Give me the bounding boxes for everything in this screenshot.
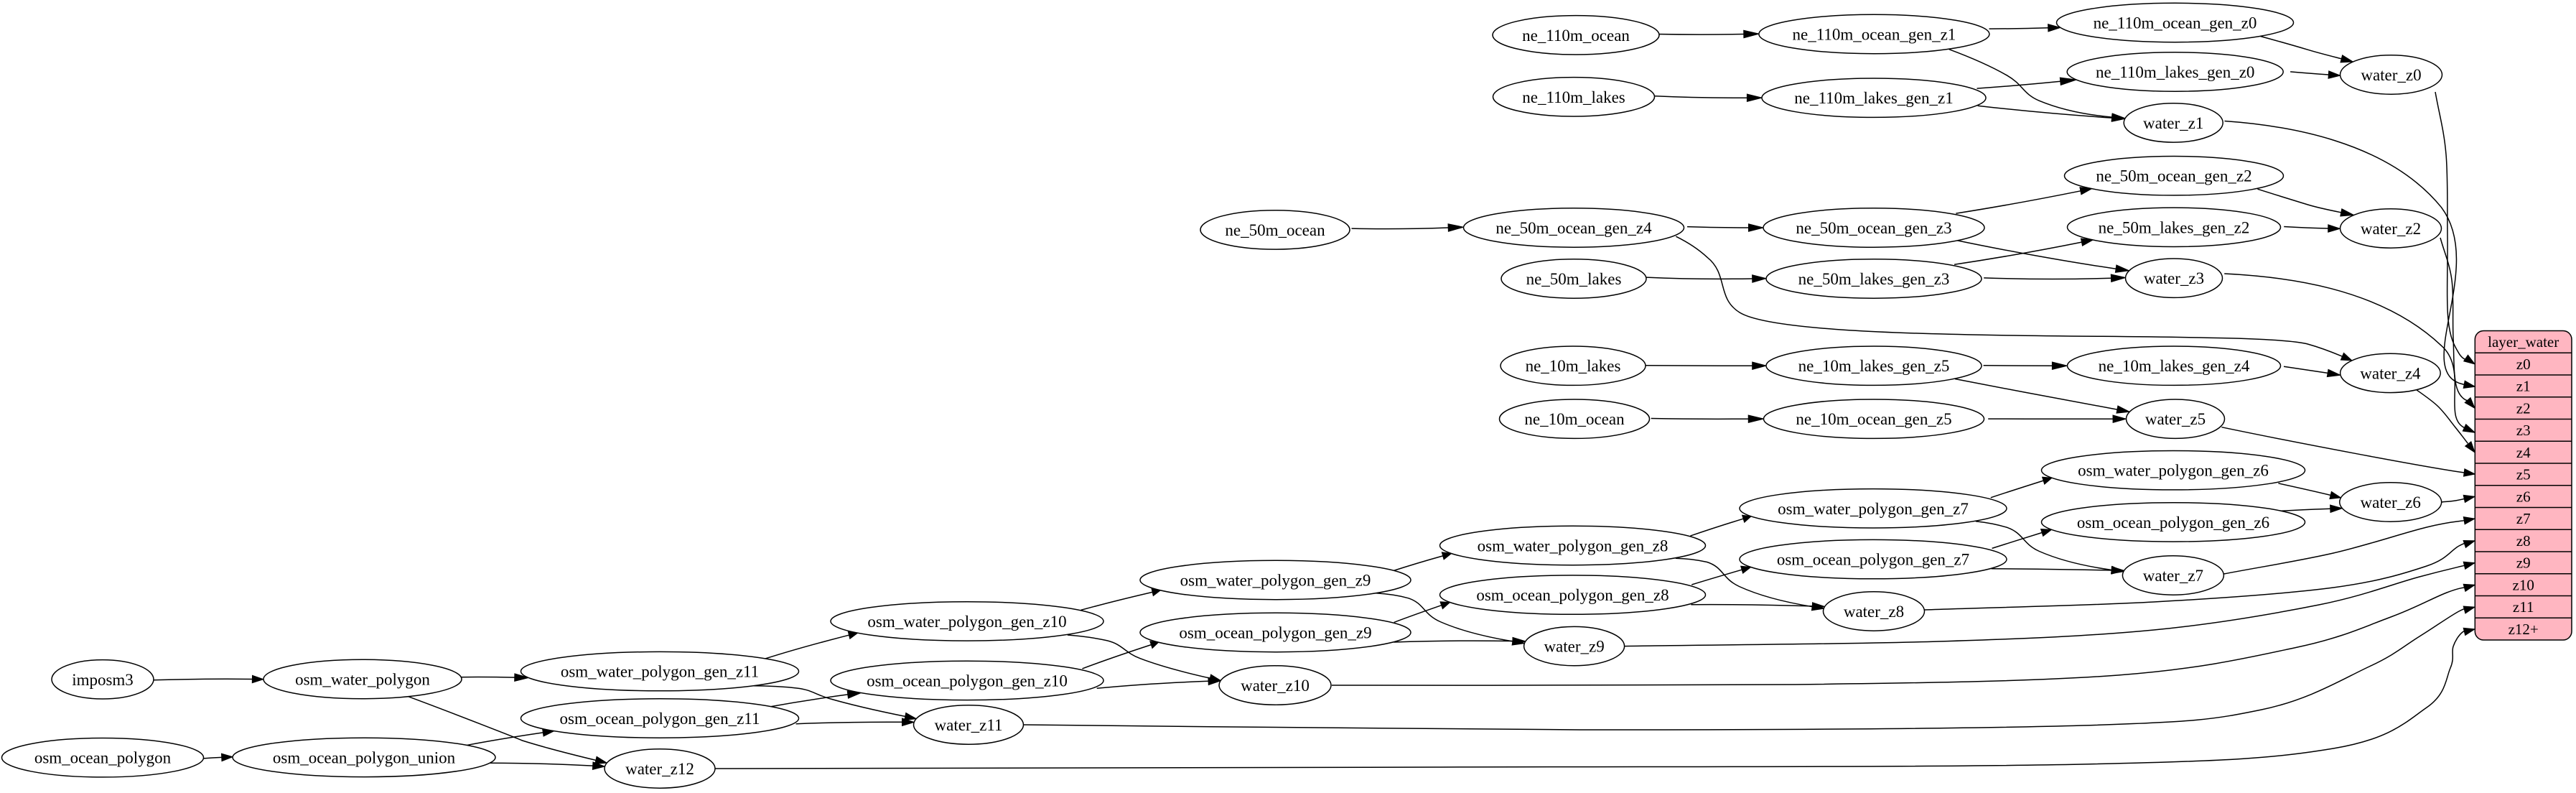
svg-text:osm_ocean_polygon_gen_z11: osm_ocean_polygon_gen_z11	[560, 710, 760, 728]
svg-text:z5: z5	[2516, 466, 2531, 483]
svg-text:water_z9: water_z9	[1544, 638, 1604, 656]
svg-text:ne_110m_ocean: ne_110m_ocean	[1522, 27, 1630, 45]
svg-text:osm_water_polygon_gen_z8: osm_water_polygon_gen_z8	[1478, 537, 1669, 555]
svg-text:imposm3: imposm3	[72, 671, 134, 689]
svg-text:ne_10m_lakes: ne_10m_lakes	[1526, 357, 1621, 375]
svg-text:z7: z7	[2516, 510, 2531, 527]
svg-text:z4: z4	[2516, 444, 2531, 461]
svg-text:water_z10: water_z10	[1241, 677, 1310, 695]
svg-text:ne_10m_lakes_gen_z4: ne_10m_lakes_gen_z4	[2099, 357, 2250, 375]
svg-text:osm_water_polygon: osm_water_polygon	[295, 671, 430, 689]
svg-text:water_z8: water_z8	[1844, 603, 1904, 621]
svg-text:z1: z1	[2516, 378, 2531, 395]
svg-text:ne_110m_lakes: ne_110m_lakes	[1522, 88, 1625, 106]
svg-text:z2: z2	[2516, 399, 2531, 417]
svg-text:ne_50m_ocean_gen_z3: ne_50m_ocean_gen_z3	[1796, 219, 1951, 237]
svg-text:ne_110m_lakes_gen_z0: ne_110m_lakes_gen_z0	[2096, 63, 2254, 81]
svg-text:z3: z3	[2516, 422, 2531, 439]
svg-text:osm_water_polygon_gen_z9: osm_water_polygon_gen_z9	[1180, 572, 1371, 590]
svg-text:osm_water_polygon_gen_z10: osm_water_polygon_gen_z10	[867, 613, 1066, 631]
svg-text:osm_water_polygon_gen_z6: osm_water_polygon_gen_z6	[2078, 462, 2269, 480]
svg-text:osm_ocean_polygon_gen_z8: osm_ocean_polygon_gen_z8	[1476, 586, 1669, 604]
svg-text:ne_110m_ocean_gen_z1: ne_110m_ocean_gen_z1	[1793, 26, 1956, 44]
svg-text:osm_water_polygon_gen_z11: osm_water_polygon_gen_z11	[561, 663, 759, 681]
svg-text:water_z0: water_z0	[2361, 66, 2421, 84]
svg-text:ne_50m_lakes: ne_50m_lakes	[1526, 270, 1622, 288]
svg-text:osm_ocean_polygon: osm_ocean_polygon	[34, 749, 172, 767]
svg-text:water_z5: water_z5	[2145, 410, 2206, 428]
svg-text:osm_ocean_polygon_gen_z10: osm_ocean_polygon_gen_z10	[867, 672, 1068, 690]
svg-text:z9: z9	[2516, 555, 2531, 572]
svg-text:water_z3: water_z3	[2144, 269, 2204, 287]
svg-text:water_z11: water_z11	[935, 716, 1003, 734]
svg-text:osm_ocean_polygon_gen_z7: osm_ocean_polygon_gen_z7	[1777, 551, 1969, 569]
svg-text:osm_water_polygon_gen_z7: osm_water_polygon_gen_z7	[1778, 500, 1969, 518]
svg-text:ne_50m_lakes_gen_z3: ne_50m_lakes_gen_z3	[1798, 270, 1950, 288]
svg-text:water_z4: water_z4	[2360, 364, 2421, 382]
svg-text:osm_ocean_polygon_union: osm_ocean_polygon_union	[273, 748, 456, 766]
svg-text:water_z6: water_z6	[2361, 493, 2421, 511]
svg-text:z8: z8	[2516, 532, 2531, 549]
svg-text:z0: z0	[2516, 356, 2531, 373]
svg-text:ne_10m_ocean_gen_z5: ne_10m_ocean_gen_z5	[1796, 410, 1951, 428]
svg-text:ne_10m_ocean: ne_10m_ocean	[1524, 410, 1625, 428]
svg-text:z11: z11	[2513, 598, 2534, 616]
svg-text:water_z1: water_z1	[2143, 114, 2203, 132]
svg-text:ne_10m_lakes_gen_z5: ne_10m_lakes_gen_z5	[1798, 357, 1950, 375]
svg-text:ne_50m_ocean_gen_z4: ne_50m_ocean_gen_z4	[1495, 219, 1652, 237]
svg-text:z12+: z12+	[2509, 621, 2539, 638]
svg-text:ne_50m_ocean: ne_50m_ocean	[1225, 221, 1325, 239]
svg-text:ne_110m_lakes_gen_z1: ne_110m_lakes_gen_z1	[1794, 89, 1953, 107]
svg-text:osm_ocean_polygon_gen_z6: osm_ocean_polygon_gen_z6	[2077, 514, 2269, 532]
svg-text:osm_ocean_polygon_gen_z9: osm_ocean_polygon_gen_z9	[1179, 624, 1371, 642]
svg-text:layer_water: layer_water	[2488, 333, 2559, 351]
svg-text:ne_50m_lakes_gen_z2: ne_50m_lakes_gen_z2	[2099, 218, 2250, 236]
svg-text:ne_50m_ocean_gen_z2: ne_50m_ocean_gen_z2	[2096, 167, 2251, 185]
svg-text:water_z12: water_z12	[625, 760, 694, 778]
svg-text:ne_110m_ocean_gen_z0: ne_110m_ocean_gen_z0	[2094, 14, 2257, 32]
svg-text:z6: z6	[2516, 488, 2531, 505]
svg-text:z10: z10	[2513, 576, 2534, 593]
svg-text:water_z7: water_z7	[2143, 567, 2203, 585]
svg-text:water_z2: water_z2	[2361, 220, 2421, 238]
